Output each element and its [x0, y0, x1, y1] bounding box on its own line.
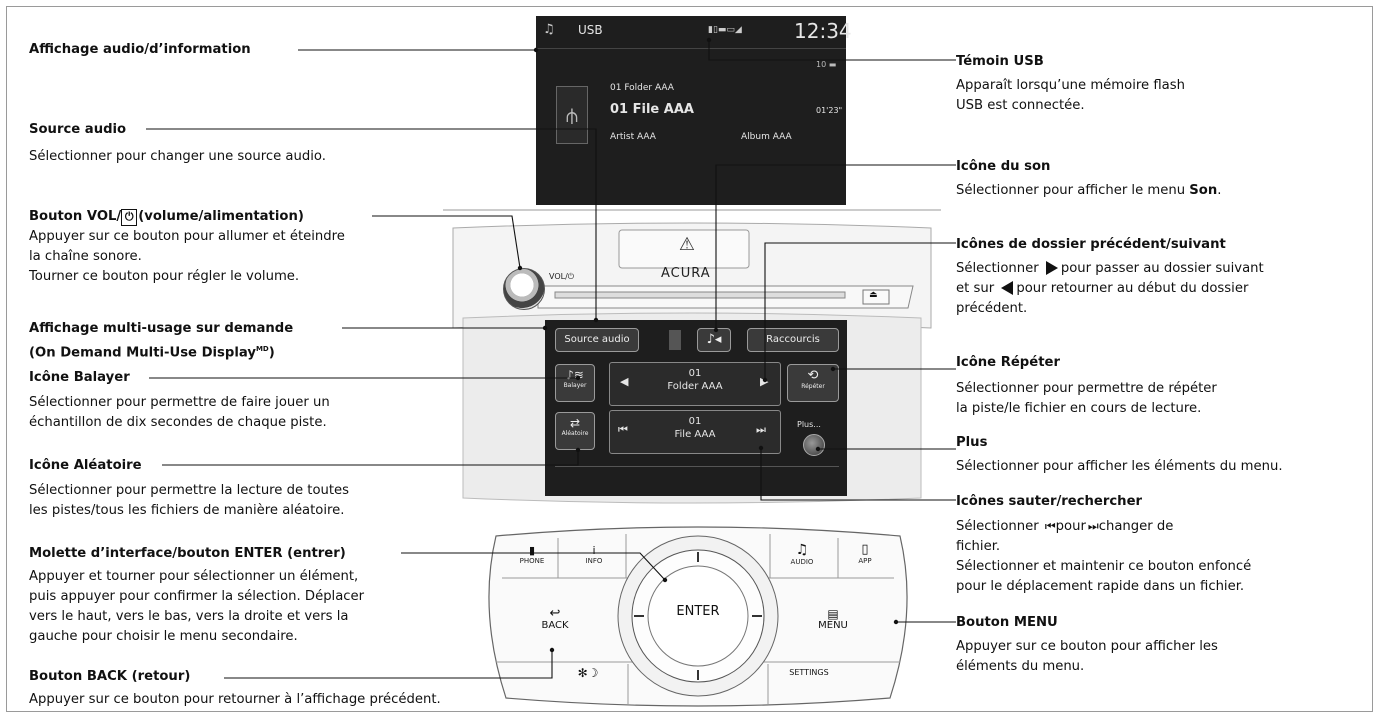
phone-icon: ▮	[528, 544, 536, 557]
usb-source-icon	[669, 330, 681, 350]
skip-forward-button[interactable]: ⏭	[756, 423, 766, 436]
annotation-scan-icon: Icône Balayer Sélectionner pour permettr…	[29, 370, 330, 430]
settings-button[interactable]: SETTINGS	[789, 668, 829, 677]
annotation-title: Source audio	[29, 122, 127, 137]
info-icon: i	[592, 544, 596, 557]
back-button[interactable]: ↩ BACK	[530, 606, 580, 631]
folder-row: 01 Folder AAA	[610, 83, 674, 93]
annotation-knob: Molette d’interface/bouton ENTER (entrer…	[29, 546, 365, 644]
folder-name: Folder AAA	[667, 381, 723, 392]
audio-button[interactable]: ♫ AUDIO	[772, 542, 832, 566]
app-label: APP	[858, 557, 872, 565]
source-audio-button[interactable]: Source audio	[555, 328, 639, 352]
prev-folder-icon[interactable]: ◀	[620, 375, 629, 388]
skip-back-icon: ⏮	[1044, 519, 1056, 533]
info-label: INFO	[585, 557, 603, 565]
odmd-display: Source audio ♪◂ Raccourcis ♪≋ Balayer ◀ …	[545, 320, 847, 496]
app-button[interactable]: ▯ APP	[840, 542, 890, 565]
info-button[interactable]: i INFO	[566, 544, 622, 565]
clock: 12:34	[794, 19, 852, 43]
brightness-icon: ✻☽	[577, 666, 599, 680]
skip-forward-icon: ⏭	[1087, 519, 1099, 533]
shortcuts-button[interactable]: Raccourcis	[747, 328, 839, 352]
annotation-desc: Sélectionner pour changer une source aud…	[29, 149, 326, 164]
annotation-folder-icons: Icônes de dossier précédent/suivant Séle…	[956, 237, 1264, 316]
annotation-random-icon: Icône Aléatoire Sélectionner pour permet…	[29, 458, 350, 518]
next-folder-icon	[1045, 261, 1058, 275]
annotation-audio-display: Affichage audio/d’information	[29, 40, 251, 60]
annotation-vol-button: Bouton VOL/⏻(volume/alimentation) Appuye…	[29, 209, 345, 284]
volume-readout: 10 ▬	[816, 60, 837, 69]
annotation-title: Bouton VOL/⏻(volume/alimentation)	[29, 209, 304, 226]
annotation-menu-button: Bouton MENU Appuyer sur ce bouton pour a…	[956, 615, 1218, 674]
annotation-source-audio: Source audio Sélectionner pour changer u…	[29, 120, 326, 167]
vol-label: VOL/⏻	[549, 272, 575, 281]
brightness-button[interactable]: ✻☽	[558, 666, 618, 680]
annotation-sound-icon: Icône du son Sélectionner pour afficher …	[956, 159, 1222, 198]
screen-bottom-bar	[555, 466, 839, 489]
menu-button[interactable]: ▤ MENU	[808, 608, 858, 631]
random-label: Aléatoire	[561, 430, 589, 437]
back-label: BACK	[541, 620, 569, 631]
file-row: 01 File AAA	[610, 102, 694, 117]
power-icon: ⏻	[121, 209, 138, 226]
annotation-title: Affichage audio/d’information	[29, 42, 251, 57]
annotation-back-button: Bouton BACK (retour) Appuyer sur ce bout…	[29, 669, 441, 707]
status-bar: ♫ USB ▮▯▬▭◢ 12:34	[536, 16, 852, 49]
annotation-odmd: Affichage multi-usage sur demande (On De…	[29, 321, 294, 361]
repeat-button[interactable]: ⟲ Répéter	[787, 364, 839, 402]
upper-audio-display: ♫ USB ▮▯▬▭◢ 12:34 10 ▬ ⫛ 01 Folder AAA 0…	[536, 16, 852, 205]
more-label: Plus...	[797, 420, 821, 429]
file-name: File AAA	[674, 429, 716, 440]
menu-label: MENU	[818, 620, 848, 631]
brand-logo: ACURA	[661, 266, 711, 281]
phone-label: PHONE	[519, 557, 545, 565]
scan-label: Balayer	[563, 382, 587, 389]
file-number: 01	[688, 416, 702, 427]
previous-folder-icon	[1001, 281, 1014, 295]
elapsed-time: 01'23"	[816, 106, 843, 115]
repeat-label: Répéter	[801, 383, 825, 390]
back-arrow-icon: ↩	[549, 606, 561, 621]
volume-knob[interactable]	[503, 268, 545, 310]
usb-icon: ⫛	[556, 86, 588, 144]
audio-icon: ♫	[795, 542, 809, 558]
enter-button[interactable]: ENTER	[676, 604, 720, 619]
scan-button[interactable]: ♪≋ Balayer	[555, 364, 595, 402]
source-label: USB	[578, 23, 603, 37]
eject-icon[interactable]: ⏏	[869, 290, 878, 300]
phone-button[interactable]: ▮ PHONE	[508, 544, 556, 565]
skip-back-button[interactable]: ⏮	[618, 423, 628, 436]
repeat-icon: ⟲	[807, 368, 819, 383]
music-note-icon: ♫	[543, 22, 555, 37]
random-icon: ⇄	[569, 416, 581, 430]
annotation-more: Plus Sélectionner pour afficher les élém…	[956, 435, 1283, 474]
sound-button[interactable]: ♪◂	[697, 328, 731, 352]
artist-row: Artist AAA	[610, 132, 656, 142]
annotation-usb-indicator: Témoin USB Apparaît lorsqu’une mémoire f…	[956, 54, 1185, 113]
folder-number: 01	[688, 368, 702, 379]
usb-status-icon: ▮▯▬▭◢	[708, 25, 742, 35]
hazard-button[interactable]: ⚠	[678, 234, 696, 255]
page-frame	[6, 6, 1373, 712]
file-selector: ⏮ 01 File AAA ⏭	[609, 410, 781, 454]
random-button[interactable]: ⇄ Aléatoire	[555, 412, 595, 450]
annotation-skip-icons: Icônes sauter/rechercher Sélectionner ⏮p…	[956, 494, 1252, 594]
folder-selector: ◀ 01 Folder AAA ▶	[609, 362, 781, 406]
menu-icon: ▤	[827, 607, 839, 621]
album-row: Album AAA	[741, 132, 792, 142]
audio-label: AUDIO	[790, 558, 814, 566]
app-icon: ▯	[861, 542, 869, 557]
annotation-repeat-icon: Icône Répéter Sélectionner pour permettr…	[956, 355, 1217, 416]
